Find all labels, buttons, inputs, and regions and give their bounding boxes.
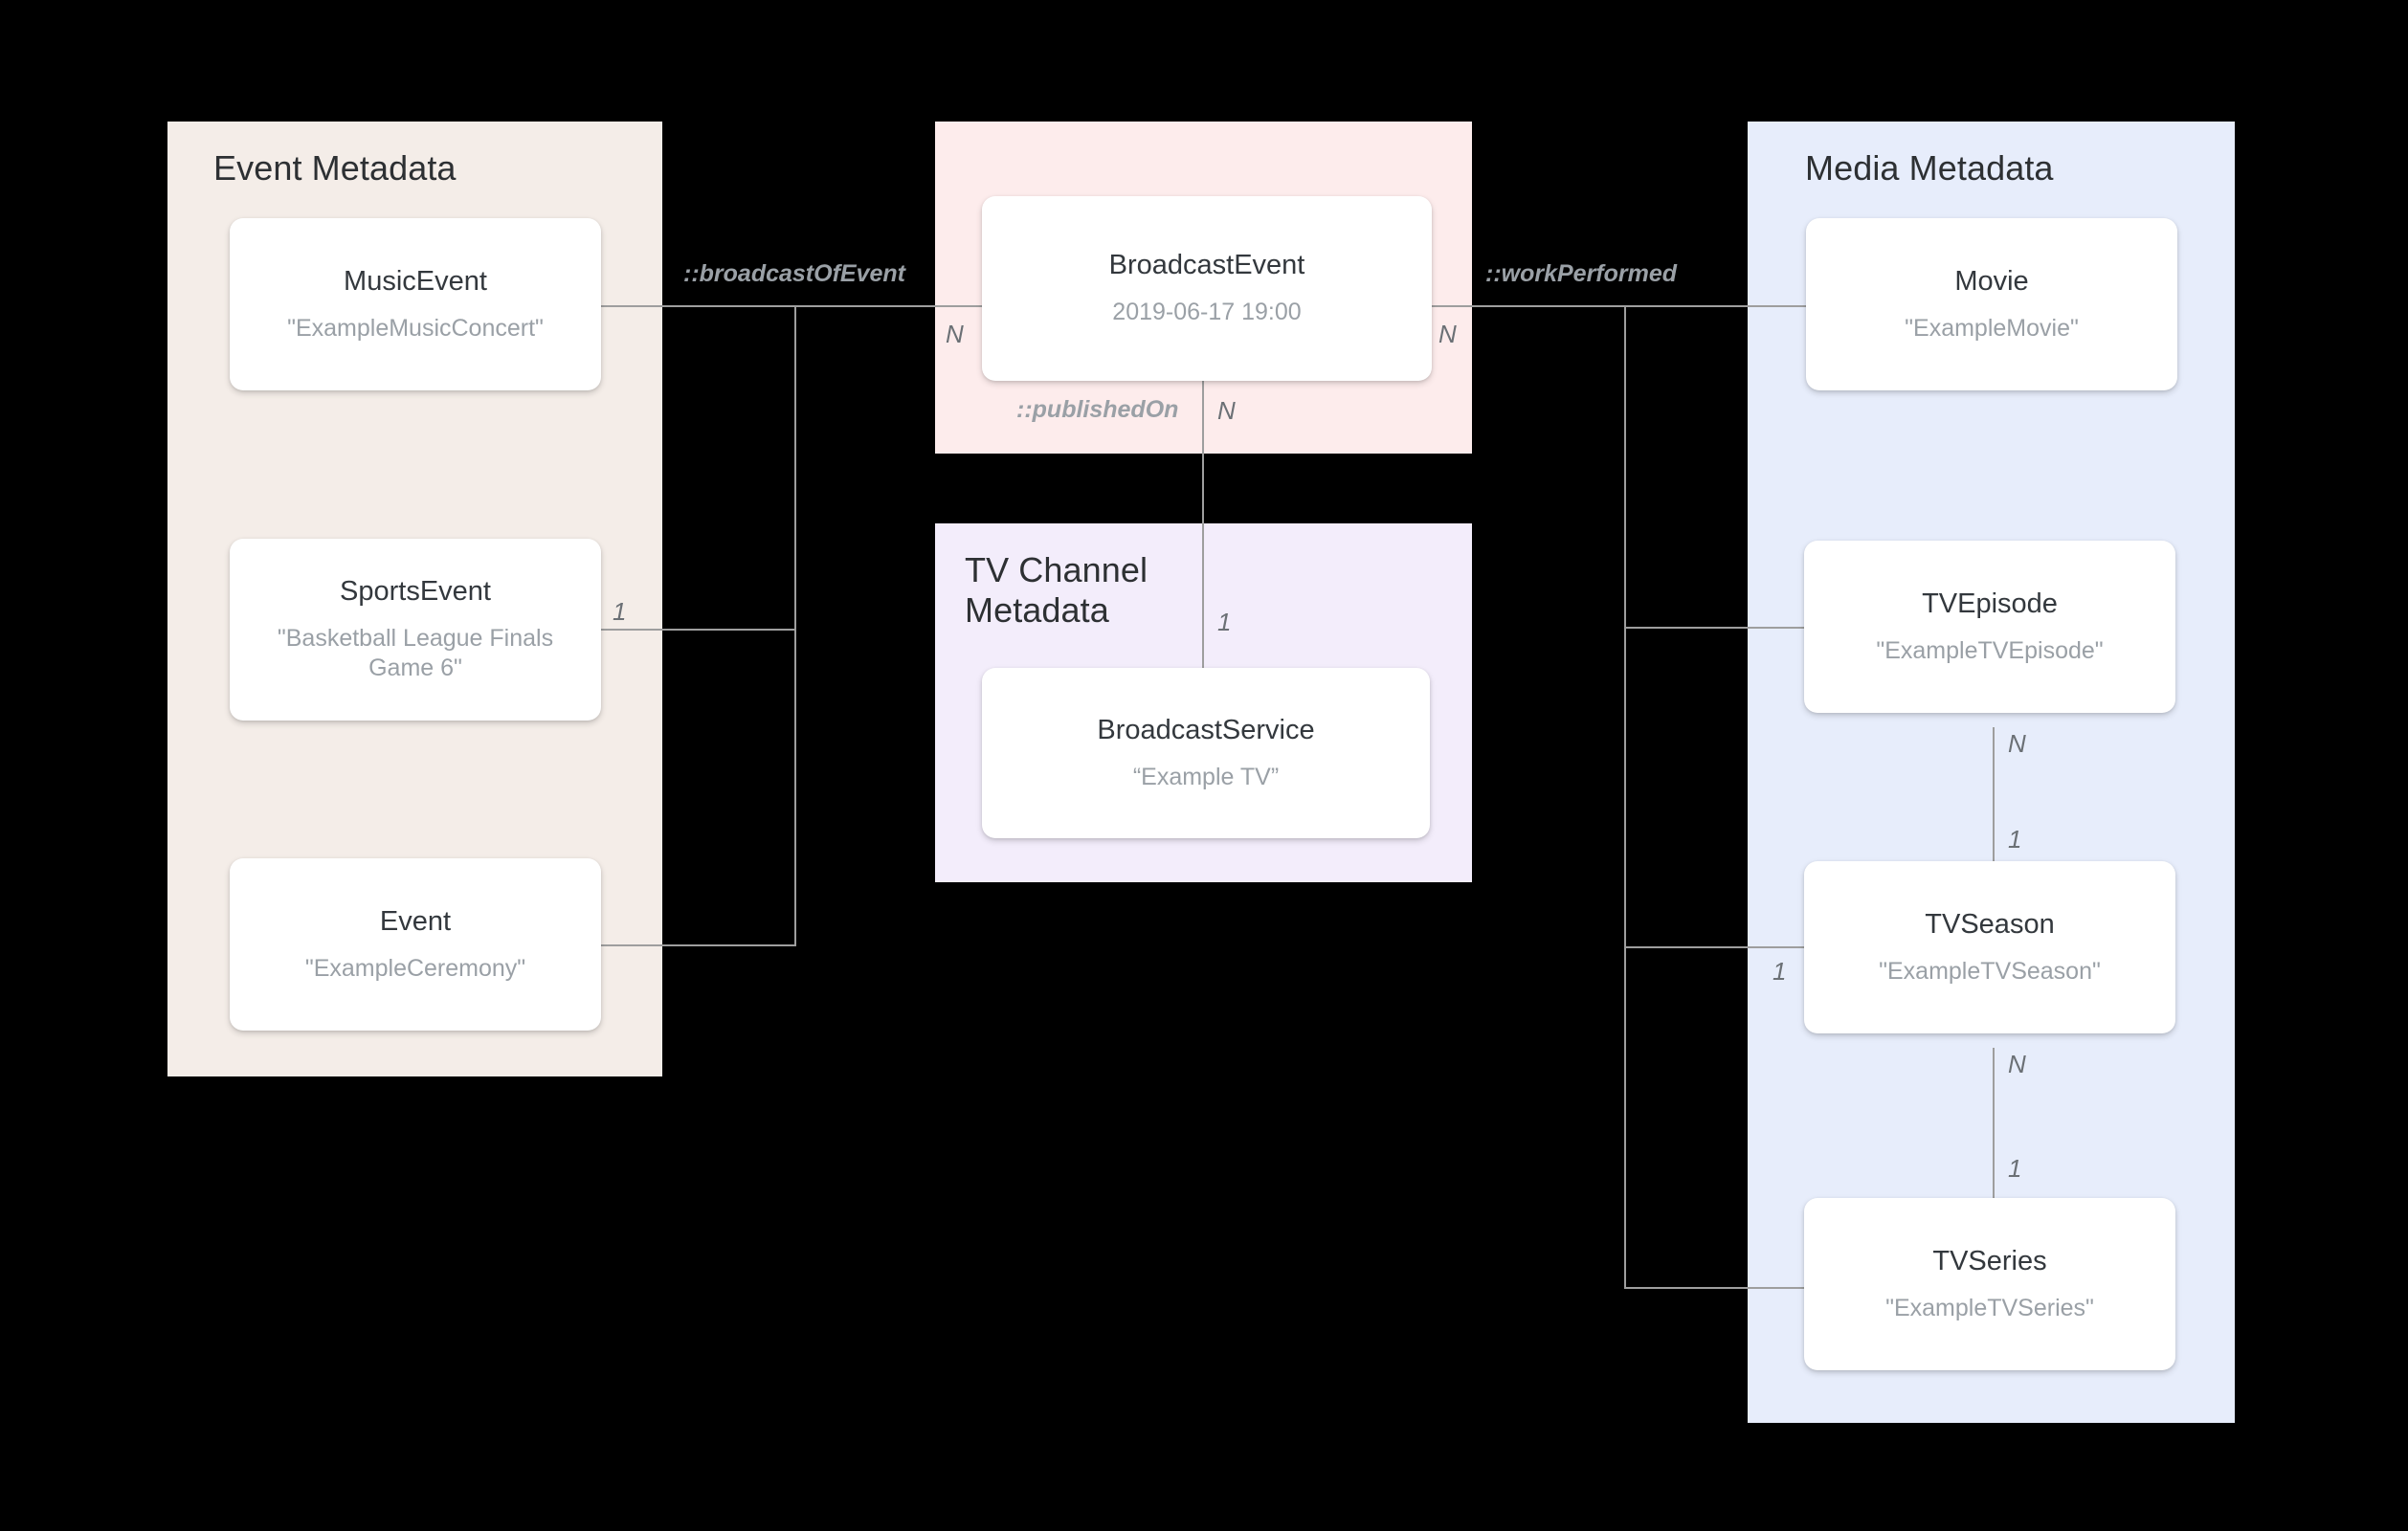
entity-value-tv-season: "ExampleTVSeason"	[1879, 957, 2101, 985]
entity-card-music-event[interactable]: MusicEvent "ExampleMusicConcert"	[230, 218, 601, 390]
edge-event-bus-vertical	[794, 305, 796, 946]
entity-card-broadcast-service[interactable]: BroadcastService “Example TV”	[982, 668, 1430, 838]
edge-music-event-stub	[600, 305, 796, 307]
cardinality-season-n: N	[2008, 1050, 2026, 1078]
relationship-label-work-performed: ::workPerformed	[1485, 260, 1678, 287]
edge-published-on-vertical	[1202, 381, 1204, 668]
edge-media-bus-vertical	[1624, 305, 1626, 1288]
entity-value-broadcast-service: “Example TV”	[1132, 763, 1280, 790]
entity-card-tv-series[interactable]: TVSeries "ExampleTVSeries"	[1804, 1198, 2175, 1370]
edge-tv-episode-stub	[1624, 627, 1805, 629]
entity-value-sports-event: "Basketball League Finals Game 6"	[277, 625, 554, 682]
cardinality-broadcast-service-one: 1	[1217, 608, 1232, 636]
cardinality-series-one: 1	[2008, 1154, 2022, 1183]
cardinality-published-on-n: N	[1217, 396, 1236, 425]
entity-type-sports-event: SportsEvent	[340, 576, 491, 608]
entity-type-tv-episode: TVEpisode	[1922, 588, 2058, 619]
edge-season-to-series	[1993, 1048, 1995, 1239]
panel-title-media-metadata: Media Metadata	[1805, 148, 2054, 188]
edge-tv-season-stub	[1624, 946, 1805, 948]
entity-card-broadcast-event[interactable]: BroadcastEvent 2019-06-17 19:00	[982, 196, 1432, 381]
entity-card-movie[interactable]: Movie "ExampleMovie"	[1806, 218, 2177, 390]
entity-card-tv-season[interactable]: TVSeason "ExampleTVSeason"	[1804, 861, 2175, 1033]
edge-work-performed-run	[1430, 305, 1626, 307]
entity-type-event: Event	[379, 905, 452, 937]
entity-value-event: "ExampleCeremony"	[304, 954, 526, 982]
entity-card-sports-event[interactable]: SportsEvent "Basketball League Finals Ga…	[230, 539, 601, 721]
entity-type-movie: Movie	[1954, 265, 2029, 297]
edge-sports-event-stub	[600, 629, 796, 631]
edge-event-stub	[600, 944, 796, 946]
relationship-label-published-on: ::publishedOn	[1016, 396, 1179, 423]
edge-tv-series-stub	[1624, 1287, 1805, 1289]
entity-value-music-event: "ExampleMusicConcert"	[287, 314, 544, 342]
entity-value-tv-episode: "ExampleTVEpisode"	[1876, 636, 2104, 664]
entity-type-broadcast-service: BroadcastService	[1097, 714, 1315, 745]
entity-type-broadcast-event: BroadcastEvent	[1108, 250, 1305, 281]
entity-value-broadcast-event: 2019-06-17 19:00	[1112, 299, 1302, 326]
entity-value-movie: "ExampleMovie"	[1905, 314, 2079, 342]
cardinality-sports-event-one: 1	[613, 597, 627, 626]
panel-title-tv-channel-metadata: TV Channel Metadata	[965, 550, 1148, 631]
edge-movie-stub	[1624, 305, 1808, 307]
entity-value-tv-series: "ExampleTVSeries"	[1885, 1294, 2094, 1321]
entity-card-event[interactable]: Event "ExampleCeremony"	[230, 858, 601, 1031]
entity-card-tv-episode[interactable]: TVEpisode "ExampleTVEpisode"	[1804, 541, 2175, 713]
panel-title-event-metadata: Event Metadata	[213, 148, 457, 188]
cardinality-season-left-one: 1	[1773, 957, 1787, 986]
cardinality-season-one: 1	[2008, 825, 2022, 854]
cardinality-broadcast-event-right-n: N	[1438, 320, 1457, 348]
cardinality-broadcast-event-left-n: N	[946, 320, 964, 348]
entity-type-tv-series: TVSeries	[1932, 1245, 2047, 1276]
edge-broadcast-of-event-run	[794, 305, 984, 307]
edge-episode-to-season	[1993, 727, 1995, 919]
entity-type-music-event: MusicEvent	[344, 265, 487, 297]
relationship-label-broadcast-of-event: ::broadcastOfEvent	[683, 260, 905, 287]
entity-type-tv-season: TVSeason	[1925, 908, 2055, 940]
cardinality-episode-n: N	[2008, 729, 2026, 758]
